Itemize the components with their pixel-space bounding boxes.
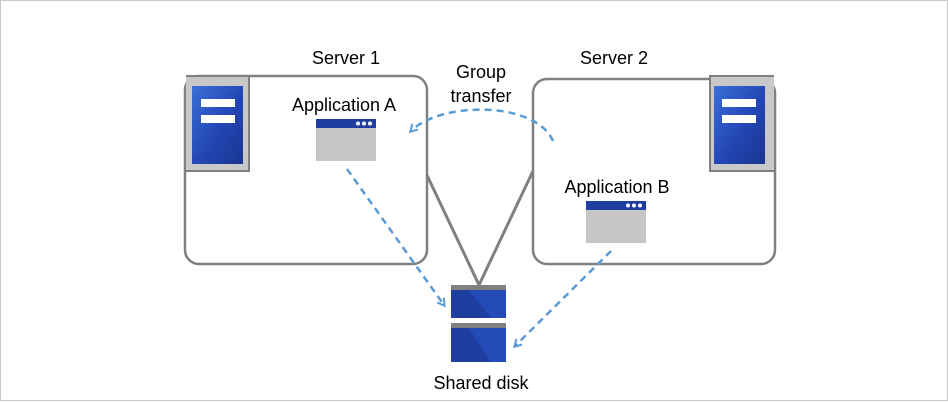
shared-disk-label: Shared disk bbox=[433, 373, 529, 393]
group-transfer-arrow bbox=[411, 108, 555, 142]
server1-disk-link bbox=[423, 170, 481, 286]
app-a-disk-access-arrow bbox=[345, 168, 444, 305]
shared-disk: Shared disk bbox=[433, 285, 530, 393]
server-1-label: Server 1 bbox=[312, 48, 380, 68]
application-a-window-icon bbox=[316, 119, 376, 161]
shared-disk-icon bbox=[451, 285, 506, 362]
application-b-label: Application B bbox=[564, 177, 669, 197]
server-2-label: Server 2 bbox=[580, 48, 648, 68]
group-transfer: Group transfer bbox=[411, 62, 555, 142]
server-2-icon bbox=[709, 75, 774, 172]
server-1-icon bbox=[186, 75, 250, 172]
application-b: Application B bbox=[564, 177, 670, 243]
server-2: Server 2 bbox=[531, 48, 777, 266]
group-transfer-label-line1: Group bbox=[456, 62, 506, 82]
application-b-window-icon bbox=[586, 201, 646, 243]
application-a-label: Application A bbox=[292, 95, 396, 115]
application-a: Application A bbox=[292, 95, 396, 161]
app-b-disk-access-arrow bbox=[515, 250, 612, 346]
server2-disk-link bbox=[477, 170, 535, 286]
group-transfer-label-line2: transfer bbox=[450, 86, 511, 106]
